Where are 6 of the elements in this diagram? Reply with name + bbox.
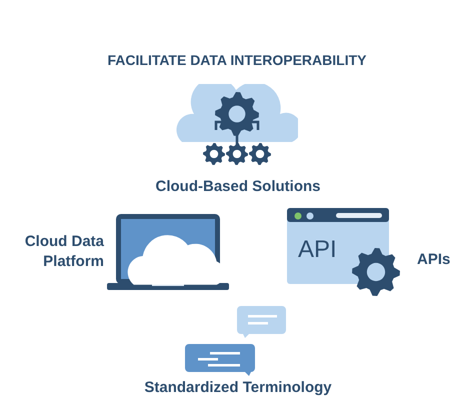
caption: Cloud-Based Solutions: [154, 177, 322, 197]
caption: Standardized Terminology: [143, 378, 333, 398]
caption: Cloud Data Platform: [24, 232, 104, 272]
title: FACILITATE DATA INTEROPERABILITY: [106, 51, 368, 70]
window-text: API: [298, 235, 337, 265]
caption: APIs: [417, 250, 450, 270]
